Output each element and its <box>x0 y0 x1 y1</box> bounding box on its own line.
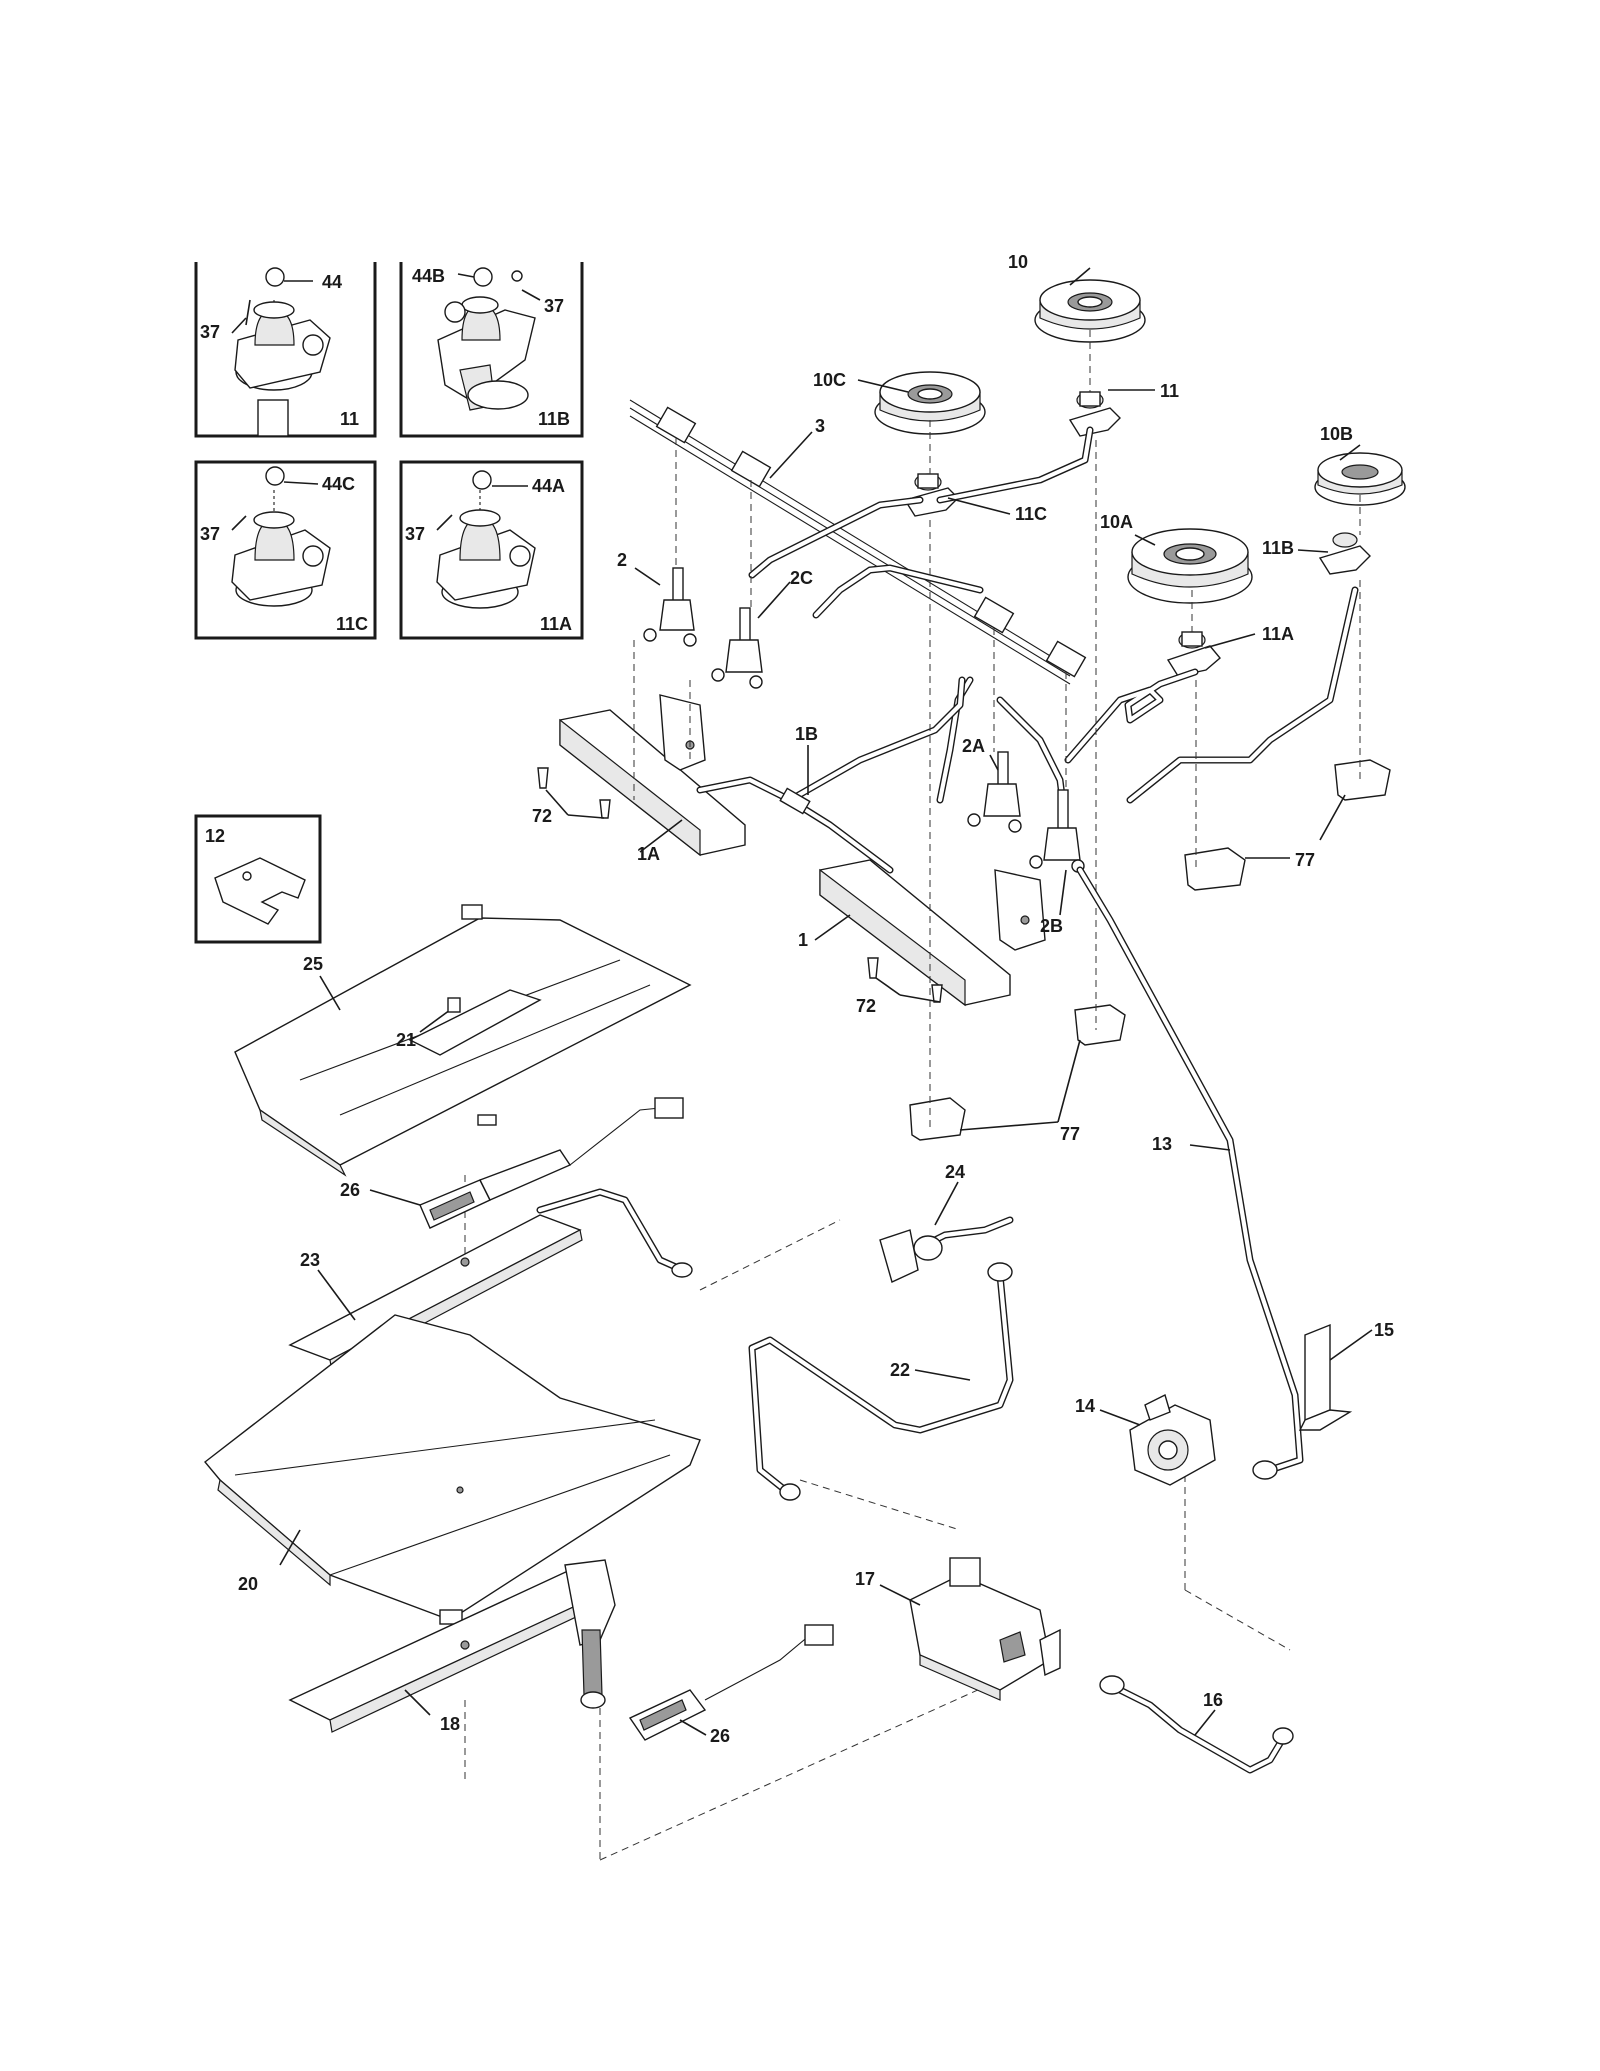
valve-2c <box>711 607 763 689</box>
label-2b: 2B <box>1040 916 1063 936</box>
inset-11a-fastener-label: 37 <box>405 524 425 544</box>
igniter-26-lower <box>628 1624 834 1741</box>
label-72-upper: 72 <box>532 806 552 826</box>
heat-shield-25 <box>234 904 692 1177</box>
igniter-26-upper <box>419 1097 684 1229</box>
bracket-77-lower <box>909 1004 1126 1141</box>
label-77-right: 77 <box>1295 850 1315 870</box>
valve-2b <box>1029 789 1085 873</box>
label-13: 13 <box>1152 1134 1172 1154</box>
oven-valve-17 <box>909 1557 1061 1701</box>
label-22: 22 <box>890 1360 910 1380</box>
valve-2 <box>643 567 697 647</box>
label-24: 24 <box>945 1162 965 1182</box>
inset-11b-corner-label: 11B <box>538 409 570 429</box>
inset-11-corner-label: 11 <box>340 409 359 429</box>
screws-72-upper <box>537 767 611 819</box>
inset-11c-corner-label: 11C <box>336 614 368 634</box>
burner-base-11 <box>1068 391 1121 437</box>
label-1: 1 <box>798 930 808 950</box>
inset-11b-screw-label: 44B <box>412 266 445 286</box>
label-11: 11 <box>1160 381 1179 401</box>
inset-11-fastener-label: 37 <box>200 322 220 342</box>
label-2: 2 <box>617 550 627 570</box>
inset-burner-base-11c: 44C 37 11C <box>194 460 377 640</box>
label-10: 10 <box>1008 252 1028 272</box>
label-10c: 10C <box>813 370 846 390</box>
label-26-lower: 26 <box>710 1726 730 1746</box>
gas-tube-16 <box>1099 1675 1294 1774</box>
oven-burner-18 <box>288 1559 616 1733</box>
orifice-fitting-24 <box>879 1216 1014 1283</box>
valve-2a <box>967 751 1022 833</box>
label-10a: 10A <box>1100 512 1133 532</box>
manifold-bracket-1a <box>559 694 746 857</box>
burner-base-11a <box>1166 631 1221 677</box>
label-1a: 1A <box>637 844 660 864</box>
label-25: 25 <box>303 954 323 974</box>
inset-burner-base-11a: 44A 37 11A <box>399 460 584 640</box>
gas-tube-22 <box>748 1262 1014 1501</box>
label-15: 15 <box>1374 1320 1394 1340</box>
pressure-regulator-14 <box>1129 1393 1216 1486</box>
burner-base-11b <box>1318 532 1371 575</box>
inset-shim-12: 12 <box>194 814 322 944</box>
bracket-77-right <box>1184 759 1391 891</box>
broil-burner-23 <box>288 1188 693 1373</box>
label-12: 12 <box>205 826 225 846</box>
label-1b: 1B <box>795 724 818 744</box>
manifold-bracket-1 <box>819 859 1046 1007</box>
inset-11b-fastener-label: 37 <box>544 296 564 316</box>
bracket-15 <box>1298 1323 1353 1431</box>
inset-11c-fastener-label: 37 <box>200 524 220 544</box>
label-26-upper: 26 <box>340 1180 360 1200</box>
screws-72-lower <box>867 957 943 1003</box>
alignment-lines <box>464 330 1361 1861</box>
label-2c: 2C <box>790 568 813 588</box>
burner-head-10b <box>1314 452 1406 506</box>
callouts: 10 10C 11 3 10B 11C 10A 11B 2 2C 11A 1B … <box>238 252 1394 1746</box>
gas-tube-13 <box>1076 866 1304 1480</box>
manifold-pipe-1b <box>696 676 966 874</box>
label-10b: 10B <box>1320 424 1353 444</box>
inset-burner-base-11: 44 37 11 <box>194 262 377 438</box>
burner-head-10c <box>874 371 986 435</box>
label-23: 23 <box>300 1250 320 1270</box>
heat-shield-20 <box>203 1314 701 1625</box>
label-14: 14 <box>1075 1396 1095 1416</box>
label-16: 16 <box>1203 1690 1223 1710</box>
inset-11c-screw-label: 44C <box>322 474 355 494</box>
burner-head-10 <box>1034 279 1146 343</box>
label-11a: 11A <box>1262 624 1294 644</box>
label-18: 18 <box>440 1714 460 1734</box>
burner-base-11c <box>903 473 959 517</box>
label-3: 3 <box>815 416 825 436</box>
inset-11-screw-label: 44 <box>322 272 342 292</box>
inset-11a-screw-label: 44A <box>532 476 565 496</box>
label-72-lower: 72 <box>856 996 876 1016</box>
label-2a: 2A <box>962 736 985 756</box>
label-17: 17 <box>855 1569 875 1589</box>
label-20: 20 <box>238 1574 258 1594</box>
label-21: 21 <box>396 1030 416 1050</box>
inset-burner-base-11b: 44B 37 11B <box>399 262 584 438</box>
wire-harness-3 <box>629 399 1087 685</box>
inset-11a-corner-label: 11A <box>540 614 572 634</box>
label-77-lower: 77 <box>1060 1124 1080 1144</box>
burner-head-10a <box>1127 528 1253 604</box>
label-11b: 11B <box>1262 538 1294 558</box>
label-11c: 11C <box>1015 504 1047 524</box>
